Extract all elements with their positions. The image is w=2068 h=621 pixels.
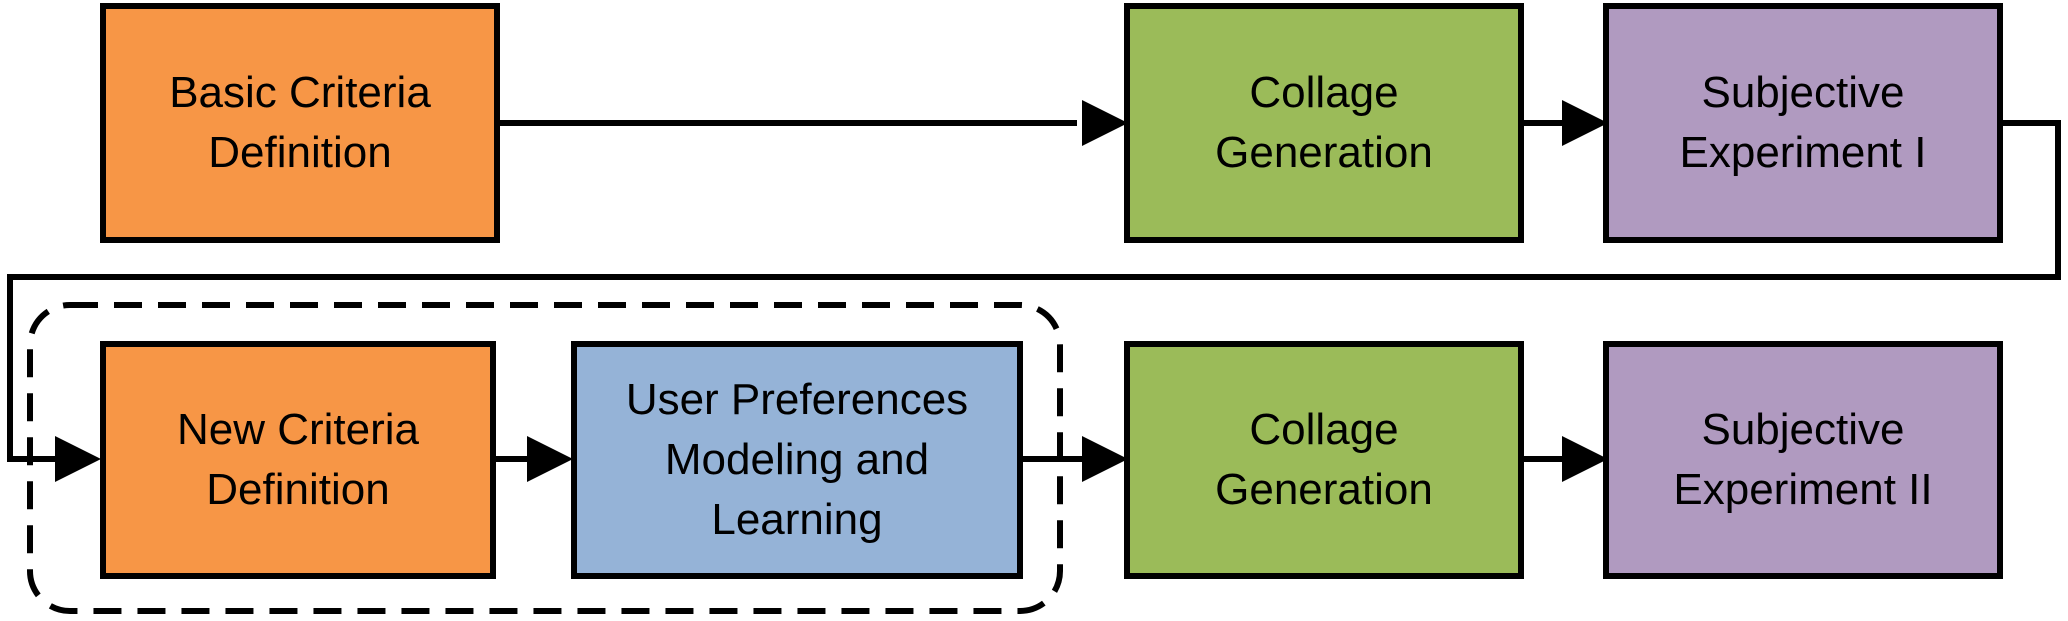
basic-criteria-box: Basic Criteria Definition <box>100 3 500 243</box>
collage-generation-1-box: Collage Generation <box>1124 3 1524 243</box>
arrow-newcriteria-to-userpref <box>496 436 573 482</box>
arrow-collage1-to-subjective1 <box>1524 100 1608 146</box>
subjective-experiment-1-line-1: Subjective <box>1701 68 1905 117</box>
subjective-experiment-1-line-2: Experiment I <box>1679 128 1927 177</box>
subjective-experiment-2-box: Subjective Experiment II <box>1603 341 2003 579</box>
new-criteria-line-2: Definition <box>206 465 390 514</box>
arrow-basic-to-collage1 <box>500 100 1128 146</box>
user-preferences-line-3: Learning <box>711 495 883 544</box>
arrow-collage2-to-subjective2 <box>1524 436 1608 482</box>
collage-generation-1-line-1: Collage <box>1249 68 1399 117</box>
subjective-experiment-2-line-2: Experiment II <box>1673 465 1933 514</box>
collage-generation-2-line-1: Collage <box>1249 405 1399 454</box>
subjective-experiment-1-box: Subjective Experiment I <box>1603 3 2003 243</box>
user-preferences-line-2: Modeling and <box>664 435 930 484</box>
collage-generation-2-line-2: Generation <box>1215 465 1433 514</box>
collage-generation-1-line-2: Generation <box>1215 128 1433 177</box>
basic-criteria-line-2: Definition <box>208 128 392 177</box>
arrow-userpref-to-collage2 <box>1023 436 1128 482</box>
basic-criteria-line-1: Basic Criteria <box>169 68 431 117</box>
user-preferences-line-1: User Preferences <box>625 375 969 424</box>
user-preferences-box: User Preferences Modeling and Learning <box>571 341 1023 579</box>
subjective-experiment-2-line-1: Subjective <box>1701 405 1905 454</box>
new-criteria-box: New Criteria Definition <box>100 341 496 579</box>
collage-generation-2-box: Collage Generation <box>1124 341 1524 579</box>
arrow-subjective1-to-newcriteria <box>7 120 2061 482</box>
new-criteria-line-1: New Criteria <box>176 405 420 454</box>
